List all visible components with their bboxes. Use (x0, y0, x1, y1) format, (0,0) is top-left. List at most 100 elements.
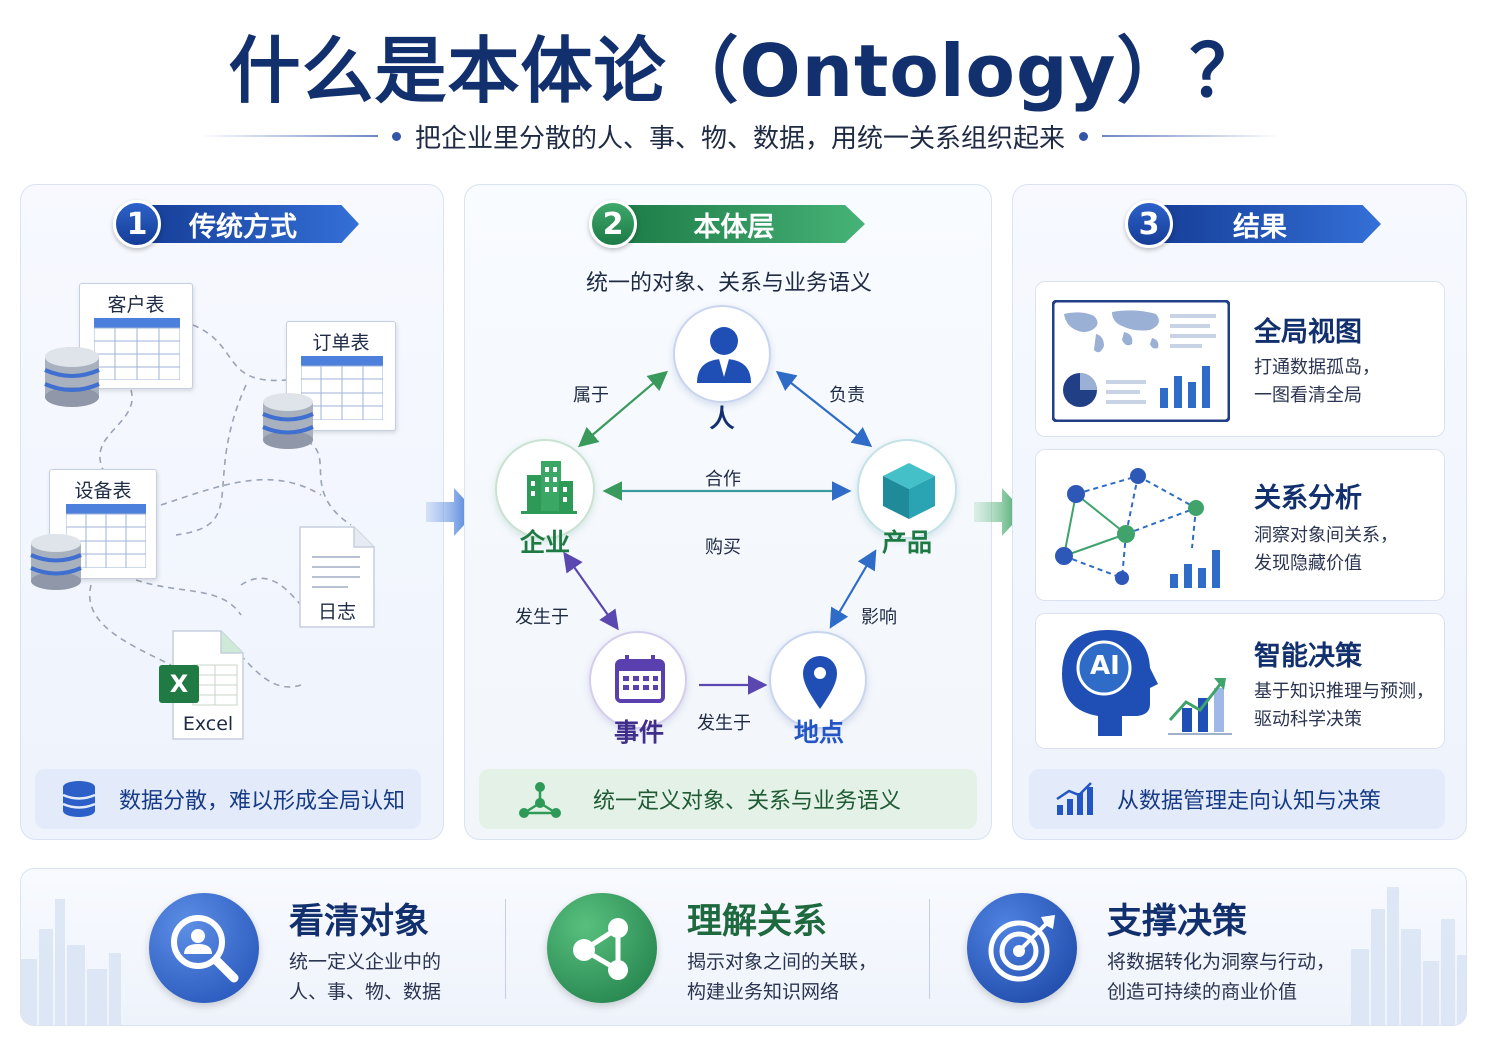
badge-label: 结果 (1151, 205, 1381, 243)
panel-results: 3 结果 全局视图 打通数据孤岛， 一图看清全局 (1012, 184, 1467, 840)
excel-file: X Excel (159, 629, 245, 741)
summary-support-decision: 支撑决策 将数据转化为洞察与行动， 创造可持续的商业价值 (967, 869, 1387, 1025)
spreadsheet-icon (172, 630, 244, 740)
subtitle-divider-left (200, 135, 378, 137)
subtitle-row: 把企业里分散的人、事、物、数据，用统一关系组织起来 (200, 116, 1281, 156)
node-person (673, 305, 771, 403)
subtitle-dot-left (392, 131, 401, 141)
summary-desc-line2: 创造可持续的商业价值 (1107, 981, 1298, 1003)
footer-results-text: 从数据管理走向认知与决策 (1117, 789, 1382, 814)
map-pin-icon (803, 656, 837, 709)
relation-belongs: 属于 (573, 385, 609, 406)
badge-number: 2 (589, 200, 637, 248)
node-event-label: 事件 (613, 718, 664, 747)
card-smart-decision: AI 智能决策 基于知识推理与预测， 驱动科学决策 (1035, 613, 1445, 749)
summary-desc-line1: 统一定义企业中的 (289, 951, 442, 973)
card-desc-line2: 驱动科学决策 (1254, 709, 1362, 730)
node-enterprise-label: 企业 (519, 528, 570, 557)
relation-cooperate: 合作 (705, 469, 741, 490)
table-grid-icon (94, 318, 180, 380)
database-icon (61, 780, 97, 818)
network-icon (517, 779, 563, 819)
badge-label: 本体层 (615, 205, 865, 243)
card-relation-analysis: 关系分析 洞察对象间关系， 发现隐藏价值 (1035, 449, 1445, 601)
card-title: 智能决策 (1254, 641, 1362, 672)
relation-influence: 影响 (861, 607, 897, 628)
excel-label: Excel (182, 713, 234, 735)
card-desc-line1: 打通数据孤岛， (1254, 357, 1380, 378)
summary-divider (505, 899, 506, 999)
cube-icon (883, 463, 935, 519)
badge-number: 3 (1125, 200, 1173, 248)
calendar-icon (615, 655, 665, 703)
badge-number: 1 (113, 200, 161, 248)
summary-desc-line1: 揭示对象之间的关联， (687, 951, 878, 973)
person-icon (697, 327, 751, 383)
log-label: 日志 (317, 601, 356, 623)
node-location-label: 地点 (793, 718, 844, 747)
order-table-title: 订单表 (312, 332, 370, 354)
database-icon (262, 393, 314, 449)
summary-desc-line2: 人、事、物、数据 (289, 981, 442, 1003)
footer-results: 从数据管理走向认知与决策 (1029, 769, 1445, 829)
badge-traditional: 1 传统方式 (113, 200, 359, 248)
arrow-right-icon (426, 488, 476, 536)
dashboard-icon (1052, 300, 1230, 422)
summary-title: 支撑决策 (1107, 902, 1248, 942)
page-title: 什么是本体论（Ontology）？ (228, 29, 1263, 113)
device-table-title: 设备表 (74, 480, 132, 502)
card-desc-line1: 基于知识推理与预测， (1254, 681, 1434, 702)
node-product-label: 产品 (881, 528, 932, 557)
page-subtitle: 把企业里分散的人、事、物、数据，用统一关系组织起来 (415, 123, 1066, 154)
graph-network-icon (1055, 468, 1220, 588)
panel-ontology: 2 本体层 统一的对象、关系与业务语义 人 (464, 184, 992, 840)
subtitle-divider-right (1102, 135, 1281, 137)
card-title: 关系分析 (1254, 483, 1362, 514)
node-product (857, 439, 957, 539)
node-person-label: 人 (709, 404, 735, 433)
ai-logo-mark: AI (1090, 651, 1120, 681)
summary-title: 看清对象 (289, 902, 430, 942)
card-title: 全局视图 (1254, 317, 1362, 348)
summary-title: 理解关系 (687, 902, 828, 942)
badge-ontology: 2 本体层 (589, 200, 865, 248)
card-desc-line2: 发现隐藏价值 (1254, 553, 1362, 574)
excel-logo-mark: X (159, 665, 199, 703)
badge-label: 传统方式 (139, 205, 359, 243)
card-global-view: 全局视图 打通数据孤岛， 一图看清全局 (1035, 281, 1445, 437)
relation-occurs-bottom: 发生于 (697, 713, 751, 734)
footer-ontology-text: 统一定义对象、关系与业务语义 (593, 789, 902, 814)
relation-occurs-left: 发生于 (515, 607, 569, 628)
summary-strip: 看清对象 统一定义企业中的 人、事、物、数据 理解关系 揭示对象之间的关联， 构… (20, 868, 1467, 1026)
city-skyline-decoration (21, 887, 1466, 1025)
card-desc-line2: 一图看清全局 (1254, 385, 1362, 406)
arrow-right-icon (974, 488, 1024, 536)
footer-traditional-text: 数据分散，难以形成全局认知 (119, 789, 406, 814)
panel-traditional: 1 传统方式 客户表 (20, 184, 444, 840)
target-icon (967, 893, 1077, 1003)
subtitle-dot-right (1079, 131, 1089, 141)
database-icon (30, 534, 82, 590)
summary-understand-relations: 理解关系 揭示对象之间的关联， 构建业务知识网络 (547, 869, 927, 1025)
growth-chart-icon (1055, 781, 1095, 817)
building-icon (521, 461, 577, 514)
node-enterprise (495, 439, 595, 539)
relation-responsible: 负责 (829, 385, 865, 406)
customer-table-title: 客户表 (107, 294, 165, 316)
table-grid-icon (301, 356, 383, 420)
card-desc-line1: 洞察对象间关系， (1254, 525, 1398, 546)
scattered-links (88, 324, 352, 688)
relation-purchase: 购买 (705, 537, 741, 558)
summary-divider (929, 899, 930, 999)
database-icon (44, 347, 100, 407)
log-document: 日志 (298, 525, 376, 629)
summary-desc-line1: 将数据转化为洞察与行动， (1107, 951, 1336, 973)
footer-ontology: 统一定义对象、关系与业务语义 (479, 769, 977, 829)
summary-desc-line2: 构建业务知识网络 (687, 981, 840, 1003)
relation-arrows (563, 370, 877, 695)
node-location (769, 631, 867, 729)
ontology-caption: 统一的对象、关系与业务语义 (585, 271, 872, 296)
share-nodes-icon (547, 893, 657, 1003)
magnifier-person-icon (149, 893, 259, 1003)
summary-see-objects: 看清对象 统一定义企业中的 人、事、物、数据 (149, 869, 489, 1025)
